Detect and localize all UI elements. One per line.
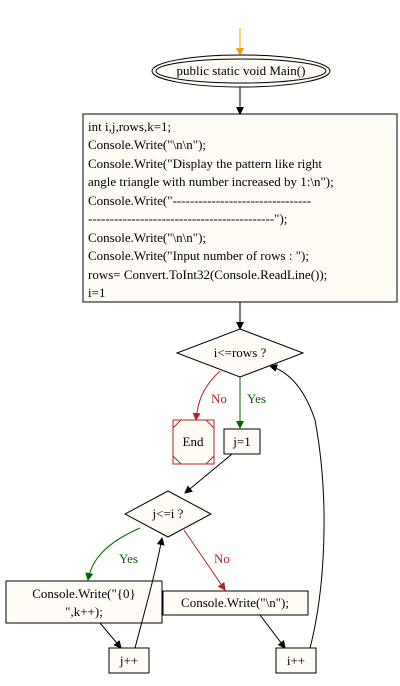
edge-printk-jinc: [99, 622, 122, 649]
init-line: angle triangle with number increased by …: [88, 174, 334, 189]
start-node: public static void Main(): [151, 54, 331, 88]
end-node: End: [172, 419, 215, 465]
j-init-label: j=1: [232, 434, 250, 449]
j-increment-label: j++: [119, 653, 138, 668]
edge-newline-iinc: [259, 614, 286, 649]
inner-no-label: No: [214, 551, 230, 566]
init-line: Console.Write("\n\n");: [88, 230, 206, 245]
init-line: Console.Write("Display the pattern like …: [88, 156, 322, 171]
edge-inner-no: [183, 529, 226, 591]
edge-iinc-loop: [269, 364, 325, 649]
outer-no-label: No: [211, 391, 227, 406]
j-increment-node: j++: [108, 647, 150, 674]
i-increment-node: i++: [275, 647, 317, 674]
init-block: int i,j,rows,k=1; Console.Write("\n\n");…: [82, 113, 398, 303]
outer-condition-label: i<=rows ?: [214, 345, 267, 360]
outer-condition: i<=rows ?: [175, 328, 305, 378]
inner-condition-label: j<=i ?: [152, 506, 184, 521]
inner-yes-label: Yes: [119, 551, 138, 566]
j-init-node: j=1: [223, 428, 261, 455]
edge-inner-yes: [85, 527, 141, 581]
outer-yes-label: Yes: [247, 391, 266, 406]
print-k-node: Console.Write("{0} ",k++);: [5, 580, 163, 624]
edge-jinc-loop: [134, 537, 165, 649]
init-line: int i,j,rows,k=1;: [88, 119, 171, 134]
init-line: ----------------------------------------…: [88, 211, 287, 226]
print-newline-node: Console.Write("\n");: [162, 590, 309, 616]
init-line: rows= Convert.ToInt32(Console.ReadLine()…: [88, 267, 327, 282]
inner-condition: j<=i ?: [123, 490, 213, 538]
end-label: End: [183, 434, 204, 449]
i-increment-label: i++: [287, 653, 305, 668]
print-k-line: Console.Write("{0}: [32, 586, 136, 601]
init-line: Console.Write("Input number of rows : ")…: [88, 248, 309, 263]
print-k-line: ",k++);: [65, 604, 103, 619]
init-line: i=1: [88, 285, 105, 300]
edge-jinit-inner: [184, 453, 233, 494]
init-line: Console.Write("\n\n");: [88, 137, 206, 152]
init-line: Console.Write("-------------------------…: [88, 193, 311, 208]
edge-outer-no: [192, 370, 221, 421]
print-newline-label: Console.Write("\n");: [181, 595, 289, 610]
start-label: public static void Main(): [177, 63, 306, 78]
